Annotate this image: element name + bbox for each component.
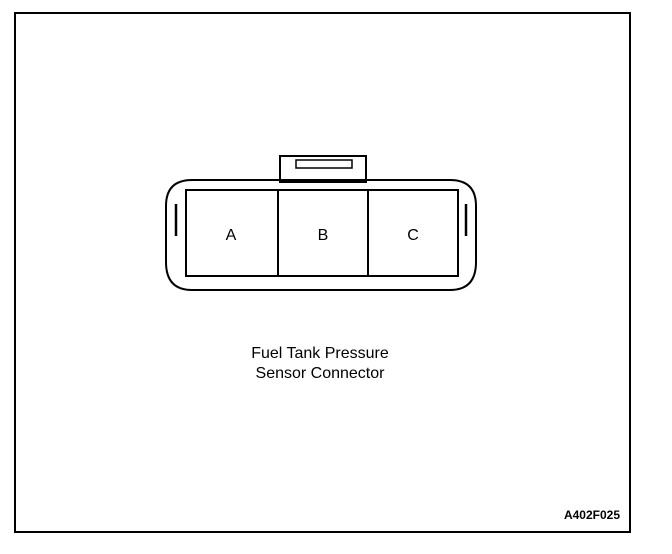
connector-lock-tab — [279, 155, 367, 183]
caption-line-2: Sensor Connector — [255, 365, 385, 382]
pin-label-a: A — [226, 227, 237, 244]
pin-label-b: B — [318, 227, 329, 244]
caption-line-1: Fuel Tank Pressure — [251, 345, 389, 362]
connector-housing — [165, 179, 477, 291]
figure-reference-code: A402F025 — [563, 508, 620, 522]
diagram-frame — [14, 12, 631, 533]
diagram-caption: Fuel Tank Pressure Sensor Connector — [200, 344, 440, 384]
pin-label-c: C — [407, 227, 419, 244]
connector-cavity-block — [185, 189, 459, 277]
